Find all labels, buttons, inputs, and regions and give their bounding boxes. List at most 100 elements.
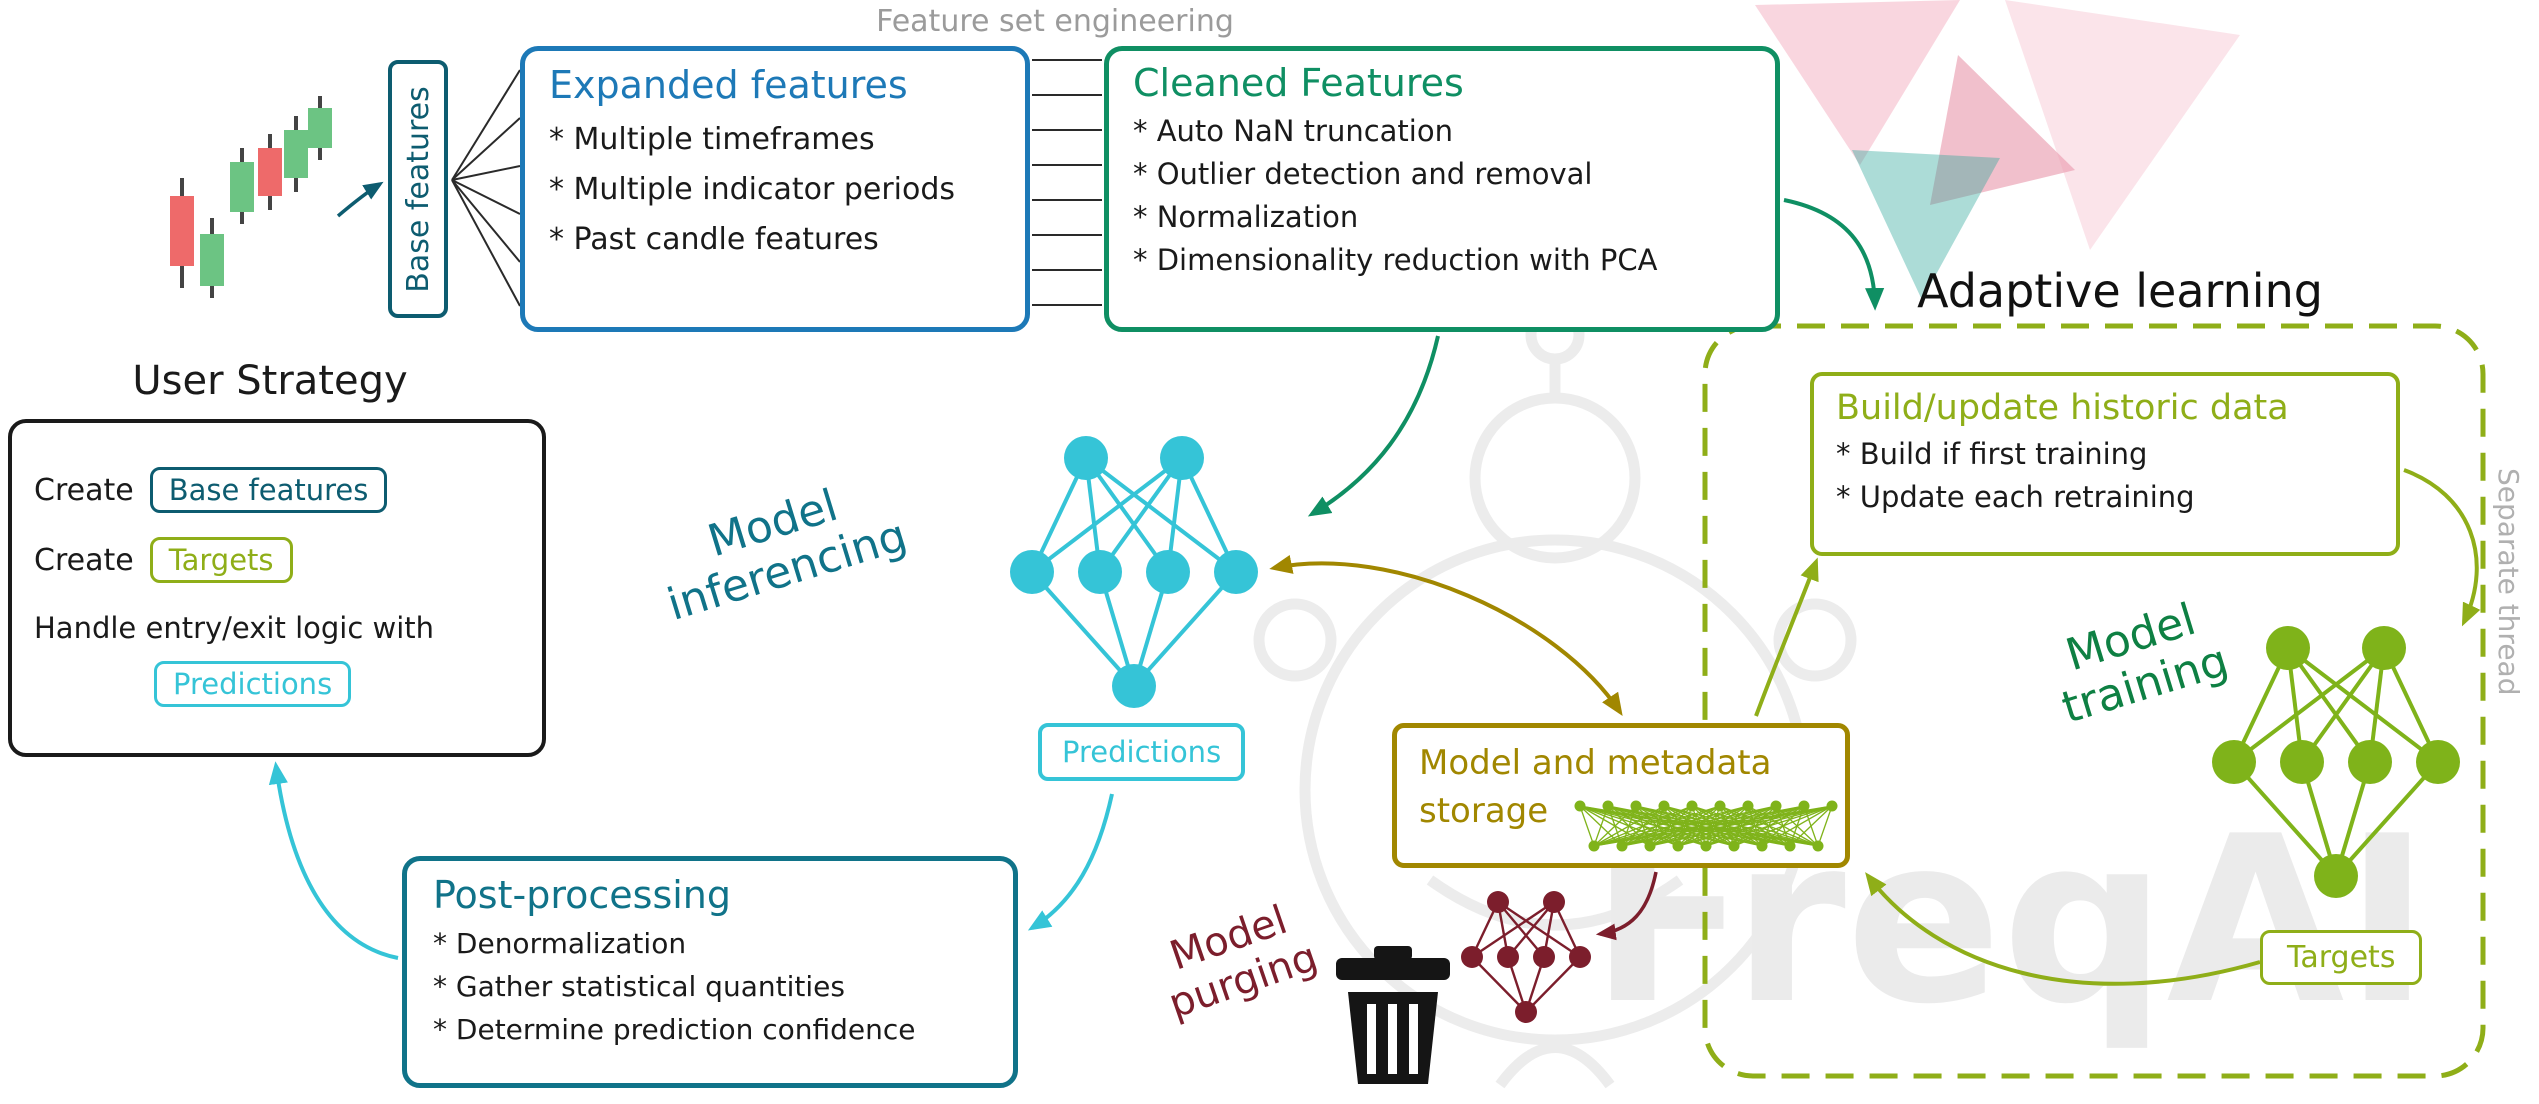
post-processing-title: Post-processing	[433, 873, 732, 917]
predictions-chip-user: Predictions	[154, 661, 352, 707]
arrow-cleaned-to-adaptive-learning	[1783, 198, 1885, 311]
nn-edge	[2368, 647, 2386, 763]
targets-chip: Targets	[2260, 930, 2423, 985]
cleaned-feature-item: * Dimensionality reduction with PCA	[1133, 243, 1658, 277]
arrow-build-update-to-targets-network	[2403, 468, 2481, 627]
expanded-features-title: Expanded features	[549, 63, 908, 107]
feature-fan-lines	[451, 69, 521, 307]
nn-node	[2314, 854, 2358, 898]
expanded-feature-item: * Multiple timeframes	[549, 122, 875, 157]
trash-slot	[1388, 1004, 1397, 1074]
nn-edge	[1524, 956, 1546, 1013]
post-processing-item: * Gather statistical quantities	[433, 970, 845, 1003]
nn-node	[1010, 550, 1054, 594]
logo-shape	[1930, 55, 2075, 205]
nn-edge	[1470, 901, 1500, 958]
robot-head	[1469, 392, 1641, 564]
predictions-chip: Predictions	[1038, 723, 1246, 781]
nn-edge	[2232, 760, 2338, 878]
trash-handle	[1374, 946, 1412, 960]
watermark-robot-icon	[1253, 305, 1857, 1089]
nn-node	[2416, 740, 2460, 784]
nn-edge	[2300, 761, 2338, 877]
fan-line	[451, 117, 521, 181]
post-processing-box: Post-processing * Denormalization * Gath…	[402, 856, 1018, 1088]
nn-node	[1160, 436, 1204, 480]
nn-node	[1515, 1001, 1537, 1023]
logo-shape	[2005, 0, 2240, 250]
base-features-label: Base features	[400, 85, 436, 293]
entry-exit-logic-text: Handle entry/exit logic with	[34, 611, 542, 645]
model-purging-label: Model purging	[1117, 882, 1354, 1038]
nn-edge	[1552, 901, 1582, 958]
nn-edge	[2286, 647, 2304, 763]
nn-edge	[1084, 456, 1238, 574]
nn-edge	[1542, 901, 1556, 958]
nn-edge	[1525, 956, 1581, 1013]
purged-model-neural-network	[1461, 891, 1591, 1023]
candlestick-chart-icon	[170, 96, 332, 298]
nn-edge	[1497, 901, 1545, 958]
nn-edge	[2286, 646, 2440, 764]
expanded-feature-item: * Past candle features	[549, 222, 879, 257]
robot-legs	[1495, 1042, 1615, 1089]
nn-edge	[1496, 901, 1510, 958]
nn-edge	[1180, 457, 1238, 573]
nn-node	[1569, 946, 1591, 968]
predictions-row: Predictions	[154, 661, 542, 707]
cleaned-feature-item: * Outlier detection and removal	[1133, 157, 1593, 191]
nn-node	[1064, 436, 1108, 480]
nn-edge	[1471, 901, 1555, 958]
candle	[258, 148, 282, 196]
watermark-logo-shapes	[1755, 0, 2240, 300]
nn-node	[1112, 664, 1156, 708]
nn-edge	[2300, 646, 2386, 764]
cleaned-feature-item: * Normalization	[1133, 200, 1359, 234]
arrow-network-storage-bidirectional	[1269, 555, 1623, 717]
create-targets-row: Create Targets	[34, 537, 542, 583]
trash-body	[1348, 992, 1438, 1084]
nn-edge	[2382, 647, 2440, 763]
model-training-label: Model training	[2009, 579, 2267, 743]
nn-node	[1543, 891, 1565, 913]
nn-edge	[1030, 570, 1136, 688]
adaptive-learning-title: Adaptive learning	[1917, 264, 2323, 318]
feature-gap-lines	[1032, 59, 1102, 306]
nn-node	[1487, 891, 1509, 913]
fan-line	[451, 179, 521, 215]
candle	[308, 108, 332, 148]
nn-node	[1146, 550, 1190, 594]
nn-node	[2212, 740, 2256, 784]
build-update-box: Build/update historic data * Build if fi…	[1810, 372, 2400, 556]
nn-edge	[1497, 901, 1581, 958]
nn-edge	[1132, 571, 1170, 687]
base-features-box: Base features	[388, 60, 448, 318]
trash-slot	[1367, 1004, 1376, 1074]
create-label: Create	[34, 472, 134, 508]
fan-line	[451, 179, 521, 263]
nn-node	[2266, 626, 2310, 670]
expanded-features-box: Expanded features * Multiple timeframes …	[520, 46, 1030, 332]
nn-edge	[1506, 956, 1528, 1013]
post-processing-item: * Denormalization	[433, 927, 687, 960]
nn-edge	[1507, 901, 1555, 958]
storage-line1: Model and metadata	[1419, 743, 1772, 783]
cleaned-features-box: Cleaned Features * Auto NaN truncation *…	[1104, 46, 1780, 332]
nn-edge	[1084, 456, 1170, 574]
arrow-candles-to-base-features	[336, 181, 384, 218]
nn-edge	[1098, 456, 1184, 574]
arrow-storage-to-purged-model	[1595, 871, 1658, 941]
robot-right-hand	[1773, 598, 1857, 682]
nn-node	[2362, 626, 2406, 670]
nn-node	[1214, 550, 1258, 594]
build-update-title: Build/update historic data	[1836, 388, 2289, 428]
robot-left-hand	[1253, 598, 1337, 682]
nn-node	[1533, 946, 1555, 968]
post-processing-item: * Determine prediction confidence	[433, 1013, 916, 1046]
create-base-features-row: Create Base features	[34, 467, 542, 513]
arrow-cleaned-to-predictions-network	[1307, 335, 1440, 517]
feature-set-engineering-label: Feature set engineering	[876, 4, 1234, 39]
base-features-chip: Base features	[149, 467, 388, 513]
nn-node	[1078, 550, 1122, 594]
nn-node	[2280, 740, 2324, 784]
